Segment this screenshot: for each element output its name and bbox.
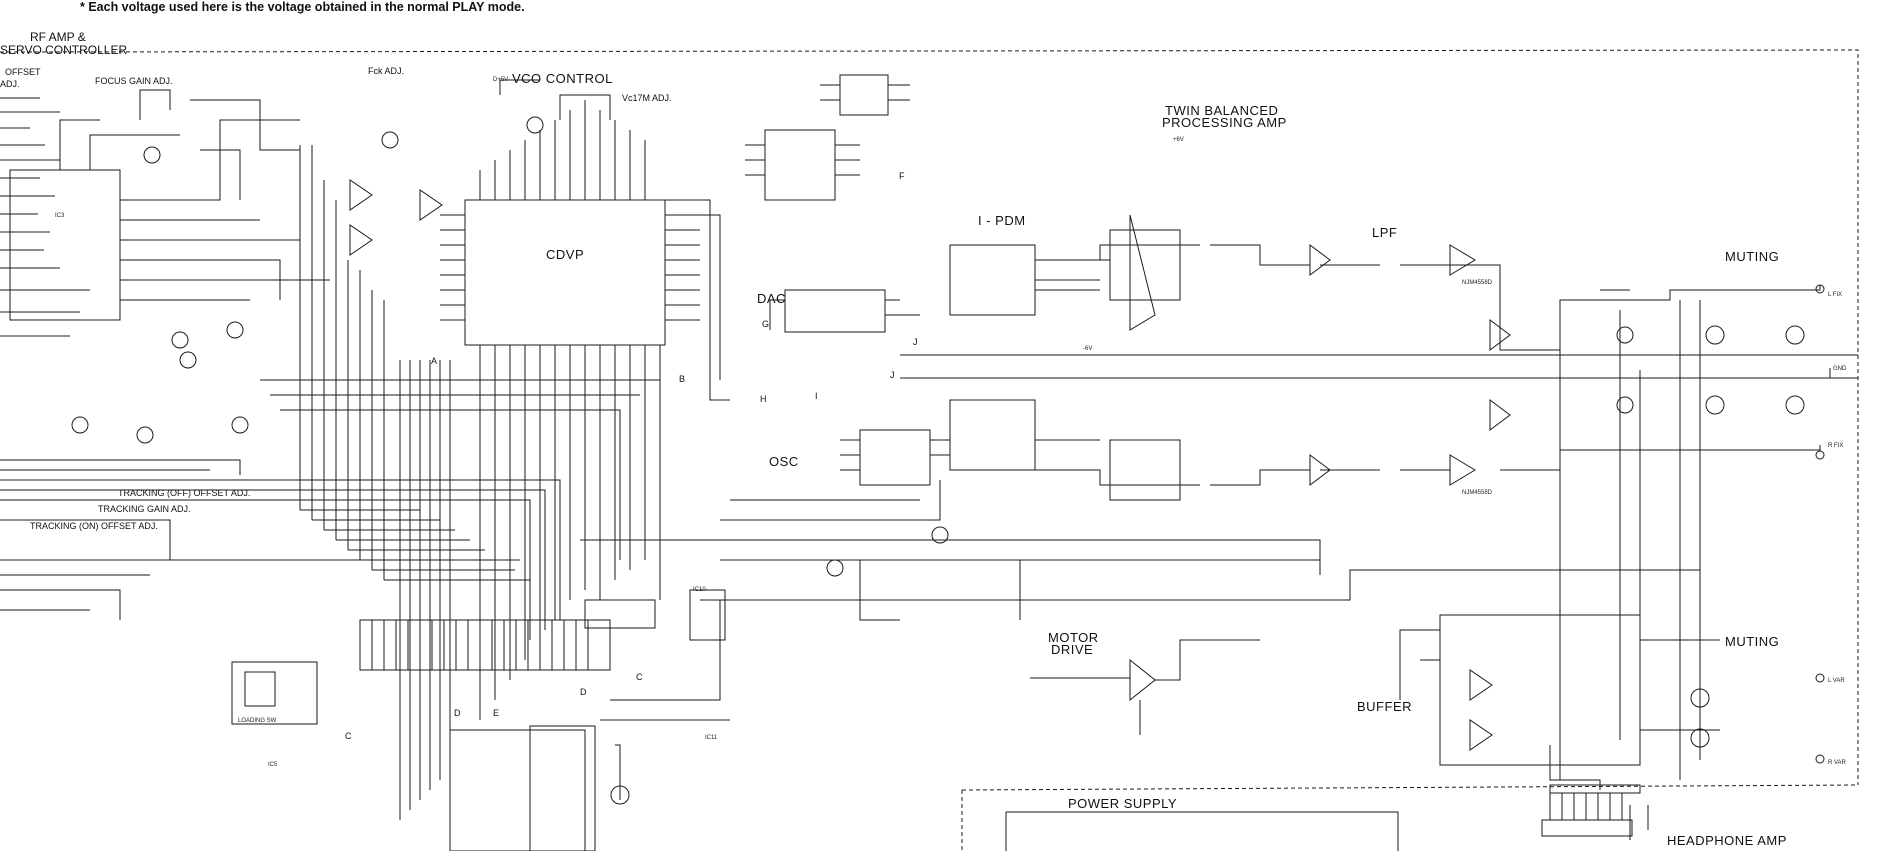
ipdm-ic-top — [949, 244, 1036, 316]
r-fix-label: R FIX — [1828, 443, 1844, 449]
ipdm-ic-bottom — [949, 399, 1036, 471]
dac-ic — [784, 289, 886, 333]
focus-gain-adj-label: FOCUS GAIN ADJ. — [95, 76, 173, 86]
tracking-gain-label: TRACKING GAIN ADJ. — [98, 504, 191, 514]
nj-1-label: NJM4558D — [1462, 280, 1493, 286]
offset-adj-label: ADJ. — [0, 79, 20, 89]
ic3-body — [9, 169, 121, 321]
fck-adj-label: Fck ADJ. — [368, 66, 405, 76]
pin-b: B — [679, 374, 686, 384]
ic3-ref: IC3 — [55, 213, 65, 219]
l-fix-label: L FIX — [1828, 292, 1843, 298]
vco-control-label: VCO CONTROL — [512, 71, 613, 86]
gnd-label: GND — [1833, 366, 1847, 372]
d5v-label: D+5V — [493, 77, 509, 83]
ic10-ref: IC10 — [693, 587, 706, 593]
buffer-label: BUFFER — [1357, 699, 1412, 714]
rf-amp-label: RF AMP & — [30, 30, 86, 44]
pin-e: E — [493, 708, 500, 718]
nj-2-label: NJM4558D — [1462, 490, 1493, 496]
ic11-ref: IC11 — [705, 735, 718, 741]
pin-d: D — [454, 708, 461, 718]
ic5-ref: IC5 — [268, 762, 278, 768]
processing-amp-label: PROCESSING AMP — [1162, 115, 1287, 130]
r-var-label: R VAR — [1828, 760, 1846, 766]
muting-bottom-label: MUTING — [1725, 634, 1780, 649]
pin-d-right: D — [580, 687, 587, 697]
l-var-label: L VAR — [1828, 678, 1845, 684]
cdvp-ic — [464, 199, 666, 346]
ipdm-label: I - PDM — [978, 213, 1026, 228]
motor-label: MOTOR — [1048, 630, 1099, 645]
pin-c: C — [636, 672, 643, 682]
osc-label: OSC — [769, 454, 799, 469]
pin-i: I — [815, 391, 818, 401]
offset-label: OFFSET — [5, 67, 41, 77]
headphone-amp-label: HEADPHONE AMP — [1667, 833, 1787, 848]
dac-label: DAC — [757, 291, 786, 306]
supply-minus-label: -6V — [1083, 346, 1093, 352]
cdvp-label: CDVP — [546, 247, 585, 262]
voltage-note: * Each voltage used here is the voltage … — [80, 0, 525, 14]
vc17m-adj-label: Vc17M ADJ. — [622, 93, 672, 103]
drive-label: DRIVE — [1051, 642, 1094, 657]
power-frame — [961, 784, 1859, 791]
power-supply-label: POWER SUPPLY — [1068, 796, 1178, 811]
pin-c-left: C — [345, 731, 352, 741]
twin-balanced-label: TWIN BALANCED — [1165, 103, 1279, 118]
pin-g: G — [762, 319, 770, 329]
tracking-off-label: TRACKING (OFF) OFFSET ADJ. — [118, 488, 251, 498]
servo-controller-label: SERVO CONTROLLER — [0, 43, 128, 57]
pin-j: J — [913, 337, 918, 347]
supply-plus-label: +6V — [1173, 137, 1184, 143]
pin-a: A — [431, 356, 438, 366]
muting-top-label: MUTING — [1725, 249, 1780, 264]
pin-j-2: J — [890, 370, 895, 380]
pin-h: H — [760, 394, 767, 404]
loading-sw-label: LOADING SW — [238, 718, 277, 724]
pin-f: F — [899, 171, 905, 181]
board-frame — [0, 49, 1859, 785]
tracking-on-label: TRACKING (ON) OFFSET ADJ. — [30, 521, 158, 531]
lower-connector — [359, 619, 611, 671]
lpf-label: LPF — [1372, 225, 1398, 240]
